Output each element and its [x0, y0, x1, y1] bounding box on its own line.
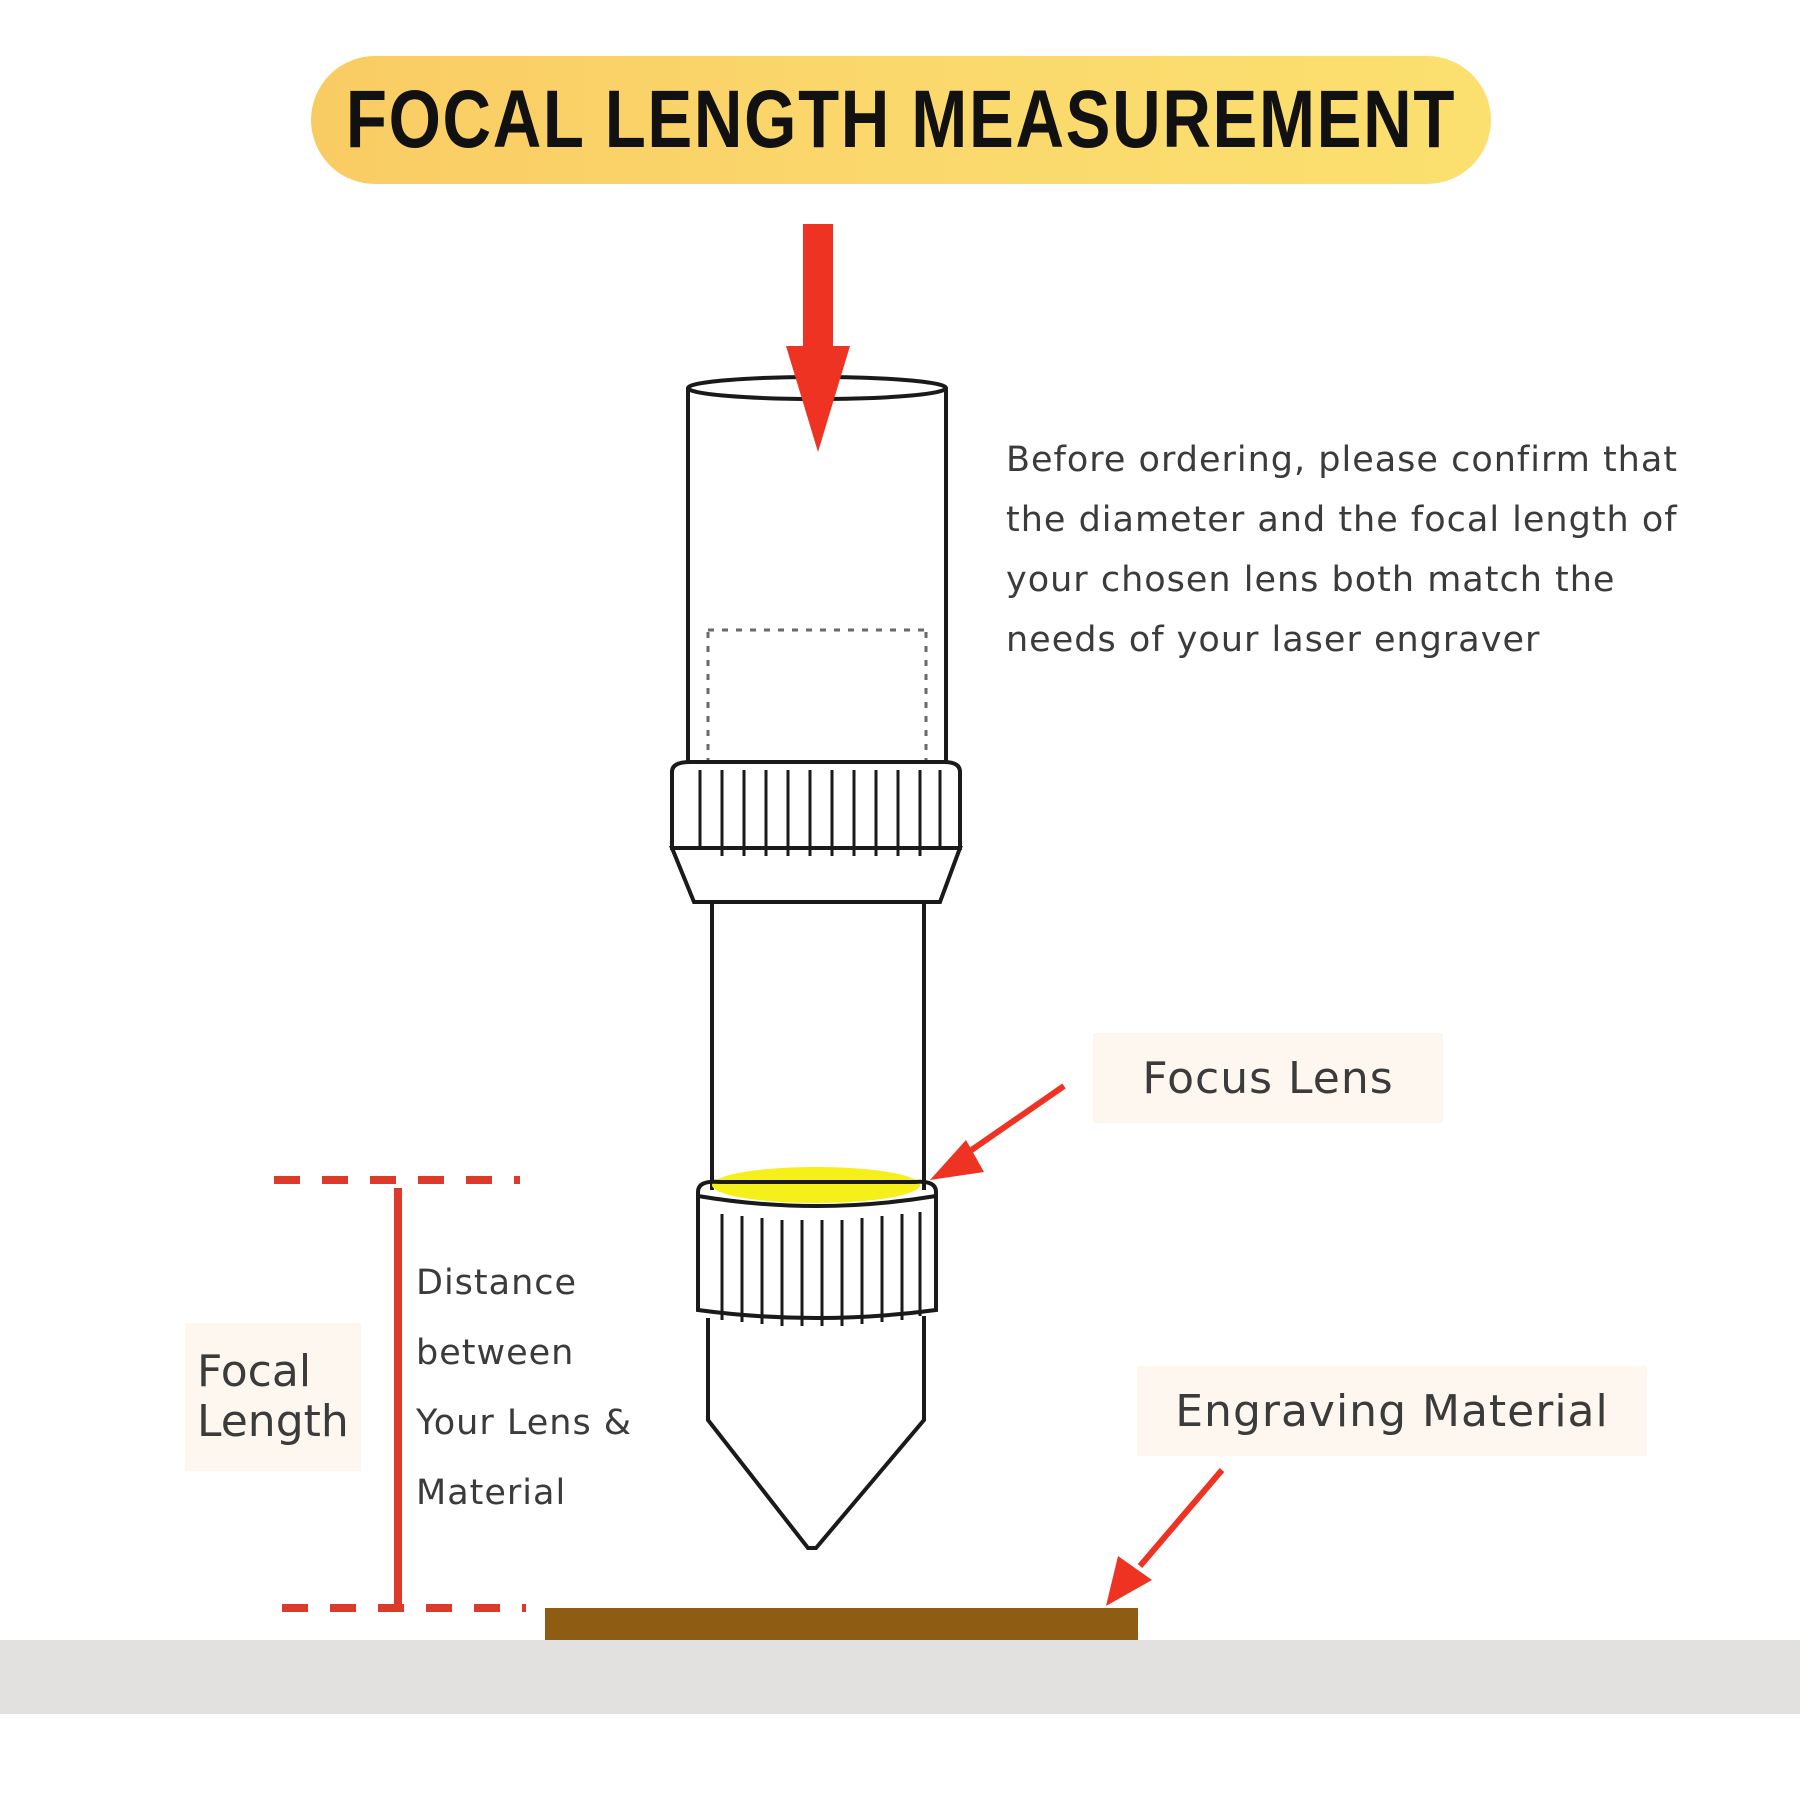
distance-note: Distance between Your Lens & Material — [416, 1248, 632, 1528]
description-line: Before ordering, please confirm that — [1006, 440, 1679, 480]
focus-lens-arrow — [930, 1083, 1066, 1180]
upper-ring-ridges — [698, 770, 942, 856]
description-line: the diameter and the focal length of — [1006, 500, 1678, 540]
distance-line: Your Lens & — [416, 1403, 633, 1443]
focal-length-measure — [274, 1176, 526, 1612]
description-line: your chosen lens both match the — [1006, 560, 1616, 600]
lower-knurled-ring — [696, 1179, 938, 1320]
focal-length-line: Length — [197, 1396, 349, 1447]
inner-chamber — [706, 628, 928, 900]
upper-knurled-ring — [669, 760, 963, 904]
engraving-material-label: Engraving Material — [1137, 1366, 1647, 1456]
focus-lens-label: Focus Lens — [1093, 1033, 1443, 1123]
focal-length-label: Focal Length — [185, 1323, 361, 1471]
description-text: Before ordering, please confirm that the… — [1006, 430, 1726, 670]
distance-line: Distance — [416, 1263, 578, 1303]
engraving-material-slab — [545, 1608, 1138, 1640]
lower-ring-ridges — [720, 1212, 922, 1326]
distance-line: between — [416, 1333, 575, 1373]
laser-beam-arrow — [786, 224, 850, 452]
description-line: needs of your laser engraver — [1006, 620, 1541, 660]
work-table — [0, 1640, 1800, 1714]
nozzle-cone — [706, 1316, 926, 1550]
focus-lens-disc — [712, 1167, 920, 1203]
engraving-material-arrow — [1106, 1468, 1225, 1606]
laser-tube-middle — [710, 902, 926, 1190]
focal-length-line: Focal — [197, 1346, 312, 1397]
title-banner: FOCAL LENGTH MEASUREMENT — [311, 56, 1491, 184]
distance-line: Material — [416, 1473, 567, 1513]
page-title: FOCAL LENGTH MEASUREMENT — [345, 74, 1457, 165]
